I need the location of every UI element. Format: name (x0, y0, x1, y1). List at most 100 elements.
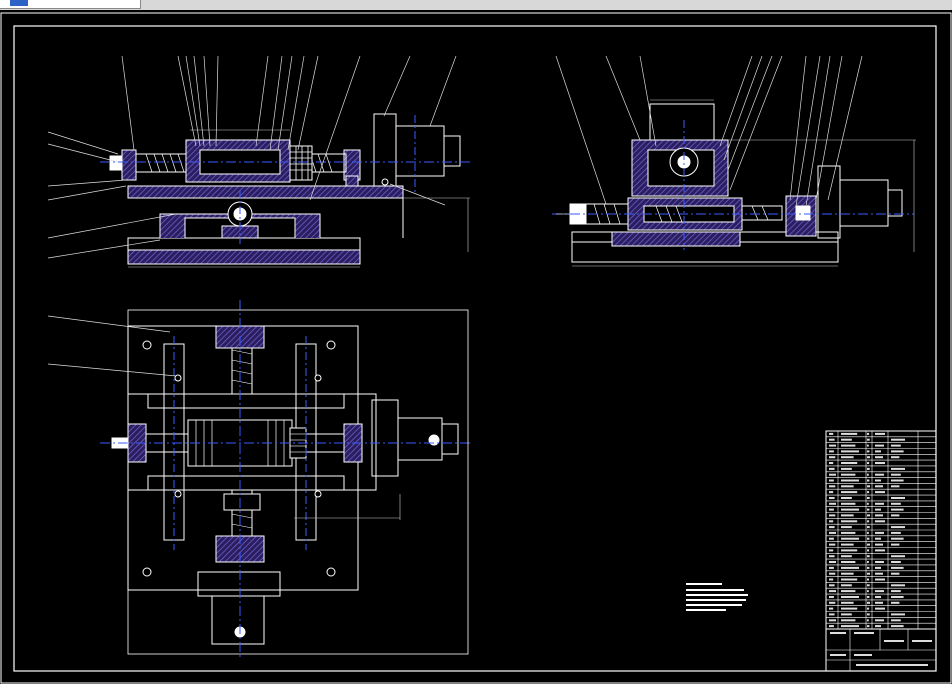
parts-list-cell (867, 520, 870, 523)
parts-list-cell (875, 462, 885, 464)
parts-list-cell (891, 531, 901, 534)
parts-list-cell (875, 596, 881, 598)
parts-list-cell (841, 625, 859, 628)
parts-list-cell (891, 561, 901, 563)
parts-list-cell (891, 555, 905, 558)
parts-list-cell (829, 625, 834, 628)
top-view (47, 300, 470, 660)
parts-list-cell (867, 526, 870, 529)
parts-list-cell (875, 578, 885, 581)
cad-drawing-canvas[interactable] (0, 10, 952, 684)
parts-list-cell (891, 625, 904, 628)
parts-list-cell (891, 485, 900, 488)
parts-list-cell (829, 473, 836, 476)
parts-list-cell (829, 578, 834, 581)
parts-list-cell (841, 485, 854, 488)
motor-flange (373, 113, 397, 187)
parts-list-cell (867, 584, 870, 587)
parts-list-cell (867, 491, 870, 494)
parts-list-cell (841, 467, 852, 470)
parts-list-cell (841, 590, 856, 593)
parts-list-cell (891, 537, 904, 540)
parts-list-cell (891, 450, 904, 453)
parts-list-cell (867, 462, 870, 464)
motor-body (395, 125, 445, 177)
parts-list-table (825, 430, 937, 672)
parts-list-cell (891, 590, 901, 593)
parts-list-cell (841, 438, 852, 441)
parts-list-cell (829, 456, 836, 459)
parts-list-cell (891, 566, 904, 569)
parts-list-cell (829, 584, 835, 587)
parts-list-cell (867, 444, 869, 447)
parts-list-cell (875, 625, 881, 628)
parts-list-cell (841, 601, 854, 604)
parts-list-cell (875, 590, 884, 593)
parts-list-cell (829, 520, 834, 523)
parts-list-cell (875, 520, 885, 523)
parts-list-cell (867, 549, 870, 552)
parts-list-cell (841, 543, 854, 546)
parts-list-cell (841, 537, 859, 540)
parts-list-cell (891, 479, 904, 482)
parts-list-cell (867, 566, 870, 569)
parts-list-cell (867, 537, 870, 540)
parts-list-cell (829, 590, 836, 593)
parts-list-cell (829, 485, 836, 488)
parts-list-cell (829, 467, 835, 470)
parts-list-cell (891, 473, 901, 476)
parts-list-cell (891, 543, 900, 546)
drawing-file-icon (10, 0, 28, 6)
parts-list-cell (829, 491, 834, 494)
parts-list-cell (829, 549, 834, 552)
parts-list-cell (841, 526, 852, 529)
parts-list-cell (841, 555, 852, 558)
parts-list-cell (841, 520, 858, 523)
parts-list-cell (867, 456, 870, 459)
parts-list-entries (829, 432, 905, 628)
parts-list-cell (875, 479, 881, 482)
parts-list-cell (875, 601, 883, 604)
parts-list-cell (875, 508, 881, 511)
title-block-entries (830, 632, 932, 666)
parts-list-cell (841, 508, 859, 511)
parts-list-cell (867, 555, 870, 558)
parts-list-cell (867, 497, 870, 499)
document-tab[interactable] (0, 0, 141, 9)
parts-list-cell (867, 508, 870, 511)
parts-list-cell (829, 572, 836, 575)
parts-list-cell (841, 462, 858, 464)
parts-list-cell (829, 497, 835, 499)
parts-list-cell (829, 526, 835, 529)
parts-list-cell (829, 566, 834, 569)
parts-list-cell (841, 432, 858, 435)
parts-list-cell (829, 508, 834, 511)
parts-list-cell (867, 590, 869, 593)
parts-list-cell (829, 555, 835, 558)
parts-list-cell (891, 502, 901, 505)
parts-list-cell (875, 561, 884, 563)
parts-list-cell (829, 438, 835, 441)
parts-list-cell (875, 607, 885, 610)
parts-list-cell (829, 619, 836, 622)
parts-list-cell (867, 601, 870, 604)
parts-list-cell (829, 462, 834, 464)
parts-list-cell (841, 479, 859, 482)
parts-list-cell (841, 596, 859, 598)
parts-list-cell (867, 479, 870, 482)
parts-list-cell (841, 491, 858, 494)
parts-list-cell (867, 438, 870, 441)
parts-list-cell (891, 584, 905, 587)
parts-list-cell (875, 491, 885, 494)
technical-notes (686, 583, 748, 611)
parts-list-cell (891, 596, 904, 598)
front-view (47, 55, 470, 268)
parts-list-cell (829, 502, 836, 505)
parts-list-cell (841, 584, 852, 587)
parts-list-cell (841, 607, 858, 610)
parts-list-cell (841, 514, 854, 517)
parts-list-cell (829, 607, 834, 610)
parts-list-cell (875, 531, 884, 534)
parts-list-cell (867, 543, 870, 546)
parts-list-cell (867, 561, 869, 563)
